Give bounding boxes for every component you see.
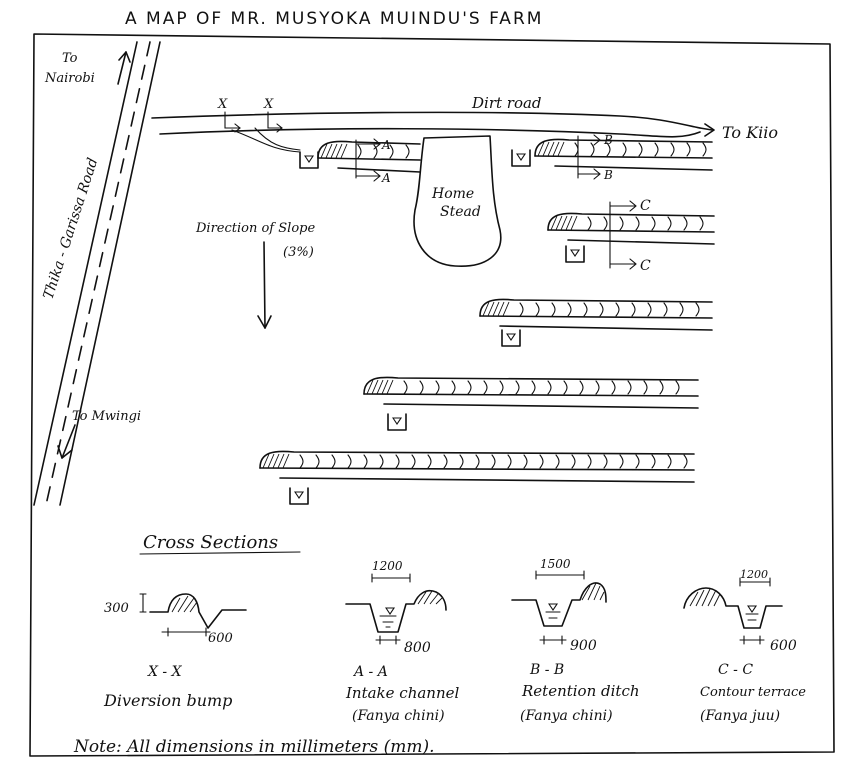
section-a-dim-bottom: 800 xyxy=(404,640,431,656)
cross-sections-underline xyxy=(139,551,301,555)
section-b-sub: (Fanya chini) xyxy=(520,708,613,724)
section-c-dim-bottom: 600 xyxy=(770,638,797,654)
section-b-code: B - B xyxy=(529,662,564,678)
terrace-f xyxy=(259,450,695,505)
section-x-dim-bottom: 600 xyxy=(208,631,233,646)
homestead-outline xyxy=(413,135,502,267)
to-nairobi-label-2: Nairobi xyxy=(44,71,95,86)
cross-section-a xyxy=(345,573,447,645)
slope-arrow-icon xyxy=(257,241,272,329)
to-mwingi-label: To Mwingi xyxy=(72,409,141,424)
terrace-a xyxy=(299,140,421,173)
terraces-group xyxy=(259,138,715,505)
section-c-marks xyxy=(609,200,637,270)
section-c-label-1: C xyxy=(640,198,651,214)
cross-sections-heading: Cross Sections xyxy=(143,532,278,553)
section-a-marks xyxy=(355,138,381,182)
section-b-marks xyxy=(577,134,601,180)
thika-garissa-road xyxy=(33,41,161,506)
section-x-marks xyxy=(224,111,301,153)
section-a-code: A - A xyxy=(352,664,388,680)
section-x-label-2: X xyxy=(263,97,274,112)
section-b-label-1: B xyxy=(603,133,613,147)
section-c-dim-top: 1200 xyxy=(740,568,768,581)
section-x-name: Diversion bump xyxy=(103,691,232,710)
section-c-name: Contour terrace xyxy=(700,685,806,700)
homestead-label-2: Stead xyxy=(440,204,481,220)
section-x-label-1: X xyxy=(217,97,228,112)
section-c-sub: (Fanya juu) xyxy=(700,708,780,724)
map-title: A MAP OF MR. MUSYOKA MUINDU'S FARM xyxy=(125,9,543,29)
section-a-name: Intake channel xyxy=(345,684,459,702)
section-a-sub: (Fanya chini) xyxy=(352,708,445,724)
cross-section-b xyxy=(511,570,607,645)
dirt-road xyxy=(151,111,715,138)
highway-label: Thika - Garissa Road xyxy=(41,156,102,301)
farm-boundary xyxy=(29,33,835,757)
section-a-label-2: A xyxy=(381,171,391,185)
to-kiio-label: To Kiio xyxy=(722,123,778,142)
to-nairobi-arrow-icon xyxy=(117,51,131,85)
to-nairobi-label-1: To xyxy=(62,51,78,66)
section-b-dim-top: 1500 xyxy=(540,557,571,571)
section-c-code: C - C xyxy=(718,662,753,678)
terrace-b xyxy=(511,138,713,171)
section-c-label-2: C xyxy=(640,258,651,274)
to-mwingi-arrow-icon xyxy=(57,424,76,459)
homestead-label-1: Home xyxy=(431,186,474,202)
cross-section-x xyxy=(139,593,247,637)
dimensions-note: Note: All dimensions in millimeters (mm)… xyxy=(73,737,435,757)
slope-label: Direction of Slope xyxy=(195,221,315,236)
section-a-label-1: A xyxy=(381,138,391,152)
cross-section-c xyxy=(683,577,783,645)
terrace-e xyxy=(363,376,699,431)
section-x-code: X - X xyxy=(147,664,183,680)
slope-percent: (3%) xyxy=(283,245,314,260)
section-b-label-2: B xyxy=(603,168,613,182)
terrace-c xyxy=(547,212,715,263)
terrace-d xyxy=(479,298,713,347)
dirt-road-label: Dirt road xyxy=(471,94,542,112)
section-b-dim-bottom: 900 xyxy=(570,638,597,654)
section-b-name: Retention ditch xyxy=(521,682,640,700)
section-a-dim-top: 1200 xyxy=(372,559,403,573)
section-x-dim-left: 300 xyxy=(104,601,129,616)
